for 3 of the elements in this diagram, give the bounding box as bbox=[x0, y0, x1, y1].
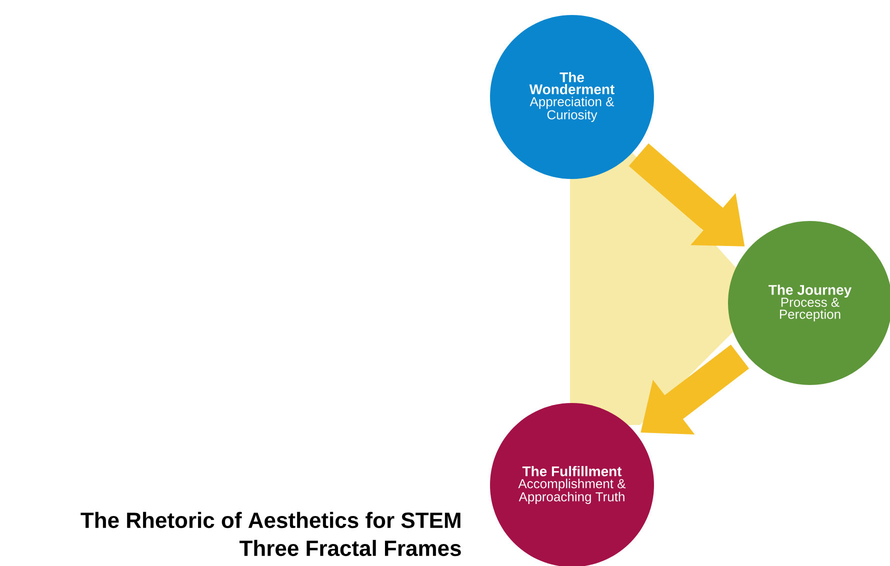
circle-node: The Wonderment Appreciation & Curiosity bbox=[490, 15, 654, 179]
title: The Rhetoric of Aesthetics for STEM bbox=[80, 512, 460, 528]
subtitle: Three Fractal Frames bbox=[240, 540, 461, 556]
